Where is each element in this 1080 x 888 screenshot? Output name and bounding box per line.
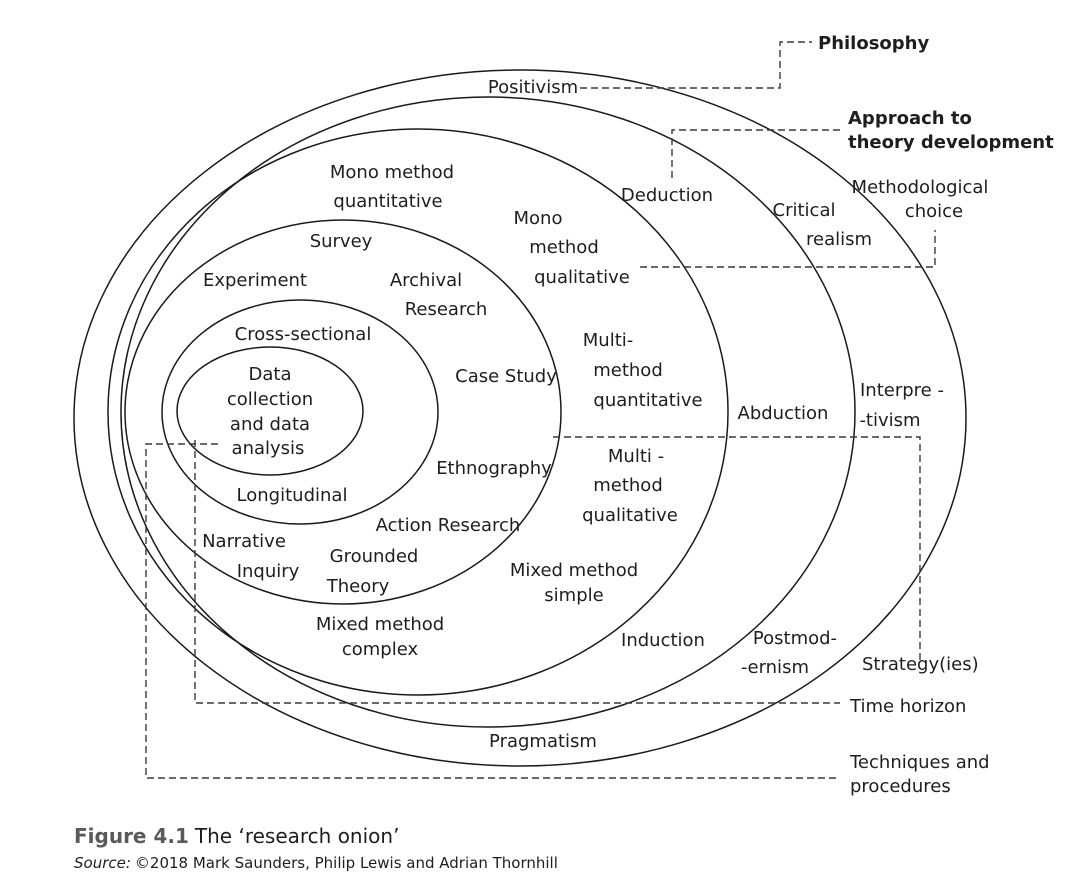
philosophy-interpretivism-line1: Interpre - [860,380,944,401]
layer-label-techniques-line2: procedures [850,776,951,797]
choice-multi-qualitative-line2: method [593,475,663,496]
methodological-choice-ring [107,128,729,696]
strategy-experiment: Experiment [203,270,307,291]
choice-multi-qualitative-line1: Multi - [608,446,664,467]
layer-label-approach-line1: Approach to [848,108,972,129]
strategy-case-study: Case Study [455,366,557,387]
strategy-ring [124,219,562,605]
layer-label-methodological-choice-line2: choice [905,201,963,222]
strategy-grounded-theory-line2: Theory [326,576,390,597]
techniques-leader [145,443,840,779]
choice-multi-quantitative-line1: Multi- [583,330,634,351]
strategy-archival-research-line2: Research [405,299,488,320]
choice-multi-qualitative-line3: qualitative [582,505,678,526]
choice-mono-quantitative-line1: Mono method [330,162,454,183]
approach-abduction: Abduction [738,403,829,424]
methodological-choice-leader [640,230,936,268]
choice-mono-qualitative-line1: Mono [514,208,563,229]
strategy-narrative-inquiry-line1: Narrative [202,531,286,552]
source-label: Source: [74,854,131,872]
time-horizon-leader [194,440,840,704]
source-text: ©2018 Mark Saunders, Philip Lewis and Ad… [134,854,558,872]
philosophy-interpretivism-line2: -tivism [859,410,920,431]
time-horizon-longitudinal: Longitudinal [237,485,348,506]
choice-mixed-simple-line2: simple [544,585,603,606]
choice-mono-qualitative-line2: method [529,237,599,258]
approach-induction: Induction [621,630,705,651]
layer-label-approach-line2: theory development [848,132,1054,153]
core-label-line3: and data [230,414,310,435]
strategy-action-research: Action Research [376,515,521,536]
philosophy-positivism: Positivism [488,77,578,98]
layer-label-philosophy: Philosophy [818,33,929,54]
strategy-grounded-theory-line1: Grounded [330,546,419,567]
core-label-line1: Data [249,364,292,385]
layer-label-techniques-line1: Techniques and [849,752,990,773]
strategy-survey: Survey [310,231,373,252]
time-horizon-cross-sectional: Cross-sectional [235,324,372,345]
philosophy-pragmatism: Pragmatism [489,731,597,752]
choice-mixed-complex-line2: complex [342,639,419,660]
strategies-leader [553,436,921,664]
choice-mixed-simple-line1: Mixed method [510,560,638,581]
time-horizon-ring [161,299,439,525]
choice-multi-quantitative-line3: quantitative [593,390,702,411]
layer-label-methodological-choice-line1: Methodological [852,177,989,198]
strategy-archival-research-line1: Archival [390,270,462,291]
layer-label-strategies: Strategy(ies) [862,654,979,675]
philosophy-critical-realism-line1: Critical [773,200,836,221]
choice-mono-qualitative-line3: qualitative [534,267,630,288]
strategy-narrative-inquiry-line2: Inquiry [237,561,300,582]
approach-ring [120,96,856,728]
approach-deduction: Deduction [621,185,713,206]
philosophy-ring [73,69,967,767]
figure-source-line: Source:©2018 Mark Saunders, Philip Lewis… [74,854,558,872]
choice-mono-quantitative-line2: quantitative [333,191,442,212]
data-collection-core [176,346,364,476]
philosophy-postmodernism-line2: -ernism [741,657,809,678]
approach-leader [671,129,840,178]
layer-label-time-horizon: Time horizon [849,696,966,717]
philosophy-postmodernism-line1: Postmod- [753,628,837,649]
choice-mixed-complex-line1: Mixed method [316,614,444,635]
figure-title: The ‘research onion’ [194,824,400,848]
strategy-ethnography: Ethnography [436,458,552,479]
philosophy-leader [580,41,812,89]
figure-number: Figure 4.1 [74,824,189,848]
philosophy-critical-realism-line2: realism [806,229,872,250]
core-label-line4: analysis [232,438,305,459]
choice-multi-quantitative-line2: method [593,360,663,381]
core-label-line2: collection [227,389,313,410]
